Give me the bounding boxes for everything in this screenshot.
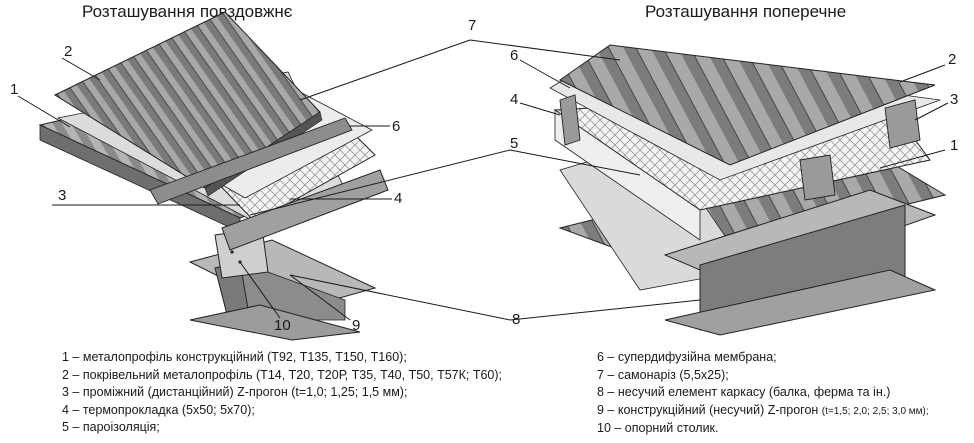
right-assembly [549, 44, 947, 336]
callout-4-left: 4 [394, 190, 402, 207]
callout-7: 7 [468, 17, 476, 34]
left-assembly [38, 11, 389, 341]
title-longitudinal: Розташування повздовжнє [82, 2, 293, 21]
callout-4-right: 4 [510, 91, 518, 108]
z-purlin-right-c [799, 154, 836, 201]
callout-2-left: 2 [64, 43, 72, 60]
callout-6-left: 6 [392, 118, 400, 135]
callout-5: 5 [510, 135, 518, 152]
callout-1-right: 1 [950, 137, 958, 154]
callout-3-left: 3 [58, 187, 66, 204]
legend-item-9: 9 – конструкційний (несучий) Z-прогон (t… [597, 402, 929, 421]
callout-2-right: 2 [948, 51, 956, 68]
callout-8: 8 [512, 311, 520, 328]
legend-left: 1 – металопрофіль конструкційний (Т92, Т… [62, 349, 502, 437]
beam-bottom-flange-right [664, 269, 937, 336]
z-purlin-intermediate-left [149, 117, 353, 205]
callout-9-left: 9 [352, 317, 360, 334]
callout-labels: 1 2 3 4 6 10 9 7 5 8 6 4 2 3 1 [10, 17, 958, 334]
beam-bottom-flange-left [189, 304, 361, 341]
legend-item-3: 3 – проміжний (дистанційний) Z-прогон (t… [62, 385, 408, 400]
callout-10-left: 10 [274, 317, 291, 334]
legend-item-7: 7 – самонаріз (5,5х25); [597, 367, 729, 382]
legend-item-1: 1 – металопрофіль конструкційний (Т92, Т… [62, 350, 407, 364]
z-purlin-right-a [559, 94, 581, 146]
legend-item-5: 5 – пароізоляція; [62, 420, 160, 435]
legend-item-6: 6 – супердифузійна мембрана; [597, 350, 777, 364]
beam-web-left-long [239, 261, 346, 321]
z-purlin-right-b [884, 99, 921, 149]
legend-item-10: 10 – опорний столик. [597, 421, 719, 436]
legend-item-8: 8 – несучий елемент каркасу (балка, ферм… [597, 385, 891, 400]
legend-right: 6 – супердифузійна мембрана; 7 – самонар… [597, 349, 929, 438]
leader-lines [17, 39, 949, 321]
z-purlin-structural-left [221, 169, 389, 251]
legend-item-9-thickness: (t=1,5; 2,0; 2,5; 3,0 мм); [821, 405, 929, 417]
legend-item-2: 2 – покрівельний металопрофіль (Т14, Т20… [62, 367, 503, 382]
callout-3-right: 3 [950, 91, 958, 108]
legend-item-4: 4 – термопрокладка (5х50; 5х70); [62, 402, 255, 417]
legend-item-9-text: 9 – конструкційний (несучий) Z-прогон [597, 402, 822, 417]
title-transverse: Розташування поперечне [645, 2, 847, 21]
callout-1-left: 1 [10, 81, 18, 98]
callout-6-right: 6 [510, 47, 518, 64]
